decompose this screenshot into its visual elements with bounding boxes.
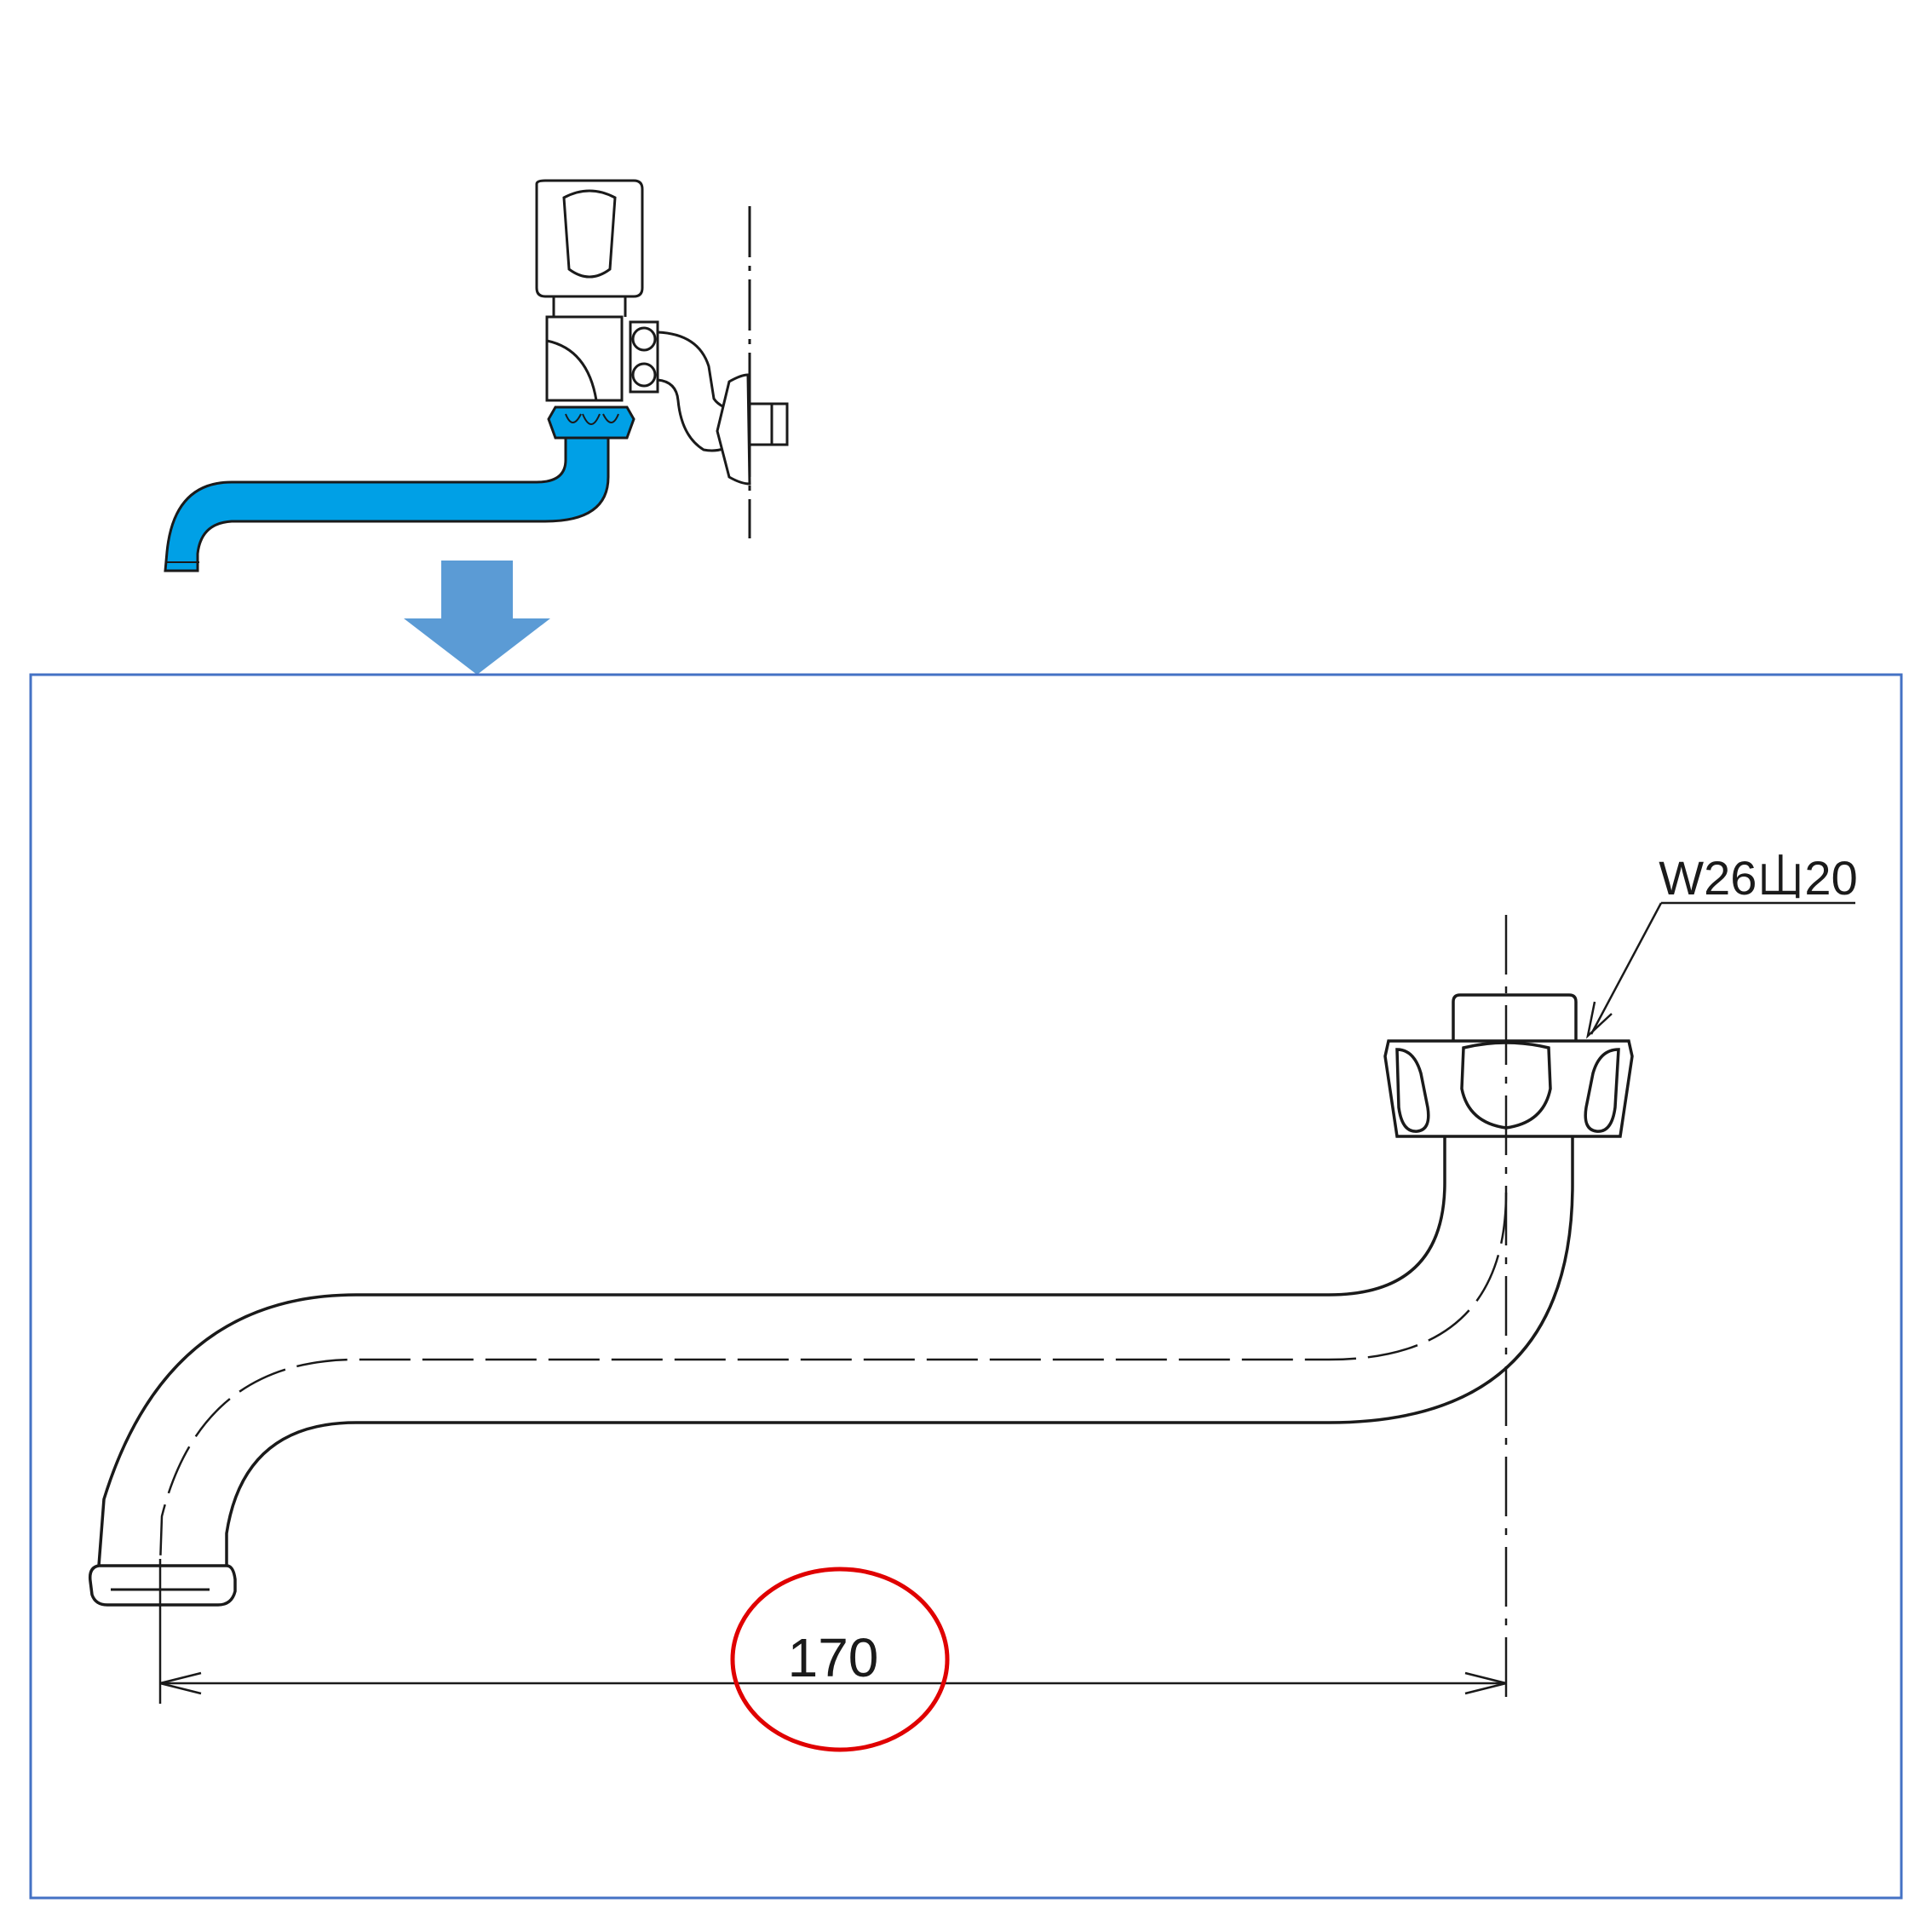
nut-lobe-3 bbox=[1584, 1048, 1620, 1133]
nut-lobe-center bbox=[582, 413, 601, 425]
leader-arrowhead bbox=[1586, 1001, 1613, 1039]
detail-frame bbox=[29, 673, 1903, 1900]
pipe-outer-edge bbox=[97, 1136, 1446, 1567]
hex-nut bbox=[1383, 1039, 1634, 1138]
dimension-value: 170 bbox=[788, 1627, 879, 1688]
highlight-circle bbox=[730, 1567, 950, 1752]
spout-tip bbox=[88, 1564, 237, 1607]
highlighted-spout bbox=[164, 405, 635, 572]
thread-leader bbox=[1586, 901, 1855, 1039]
handle-grip bbox=[562, 189, 617, 279]
valve-body-shade bbox=[546, 339, 598, 401]
dimension-170 bbox=[159, 1671, 1507, 1695]
valve-body bbox=[545, 315, 624, 402]
hex-lower bbox=[631, 362, 657, 388]
pipe-inner-edge bbox=[225, 1136, 1574, 1566]
dimension-arrow-left bbox=[159, 1671, 202, 1695]
spout-detail bbox=[88, 915, 1634, 1704]
highlighted-nut bbox=[547, 405, 635, 440]
pipe-centerline bbox=[158, 1192, 1508, 1567]
nut-cap bbox=[1452, 993, 1578, 1041]
dimension-arrow-right bbox=[1464, 1671, 1507, 1695]
highlighted-pipe bbox=[164, 436, 610, 572]
nut-lobe-1 bbox=[1395, 1048, 1430, 1133]
leader-line bbox=[1590, 902, 1663, 1035]
wall-flange bbox=[716, 373, 751, 486]
nut-lobe-left bbox=[565, 413, 582, 423]
faucet-overview bbox=[535, 179, 789, 538]
elbow-pipe-lower bbox=[657, 378, 735, 452]
hex-upper bbox=[631, 326, 657, 352]
thread-spec-label: W26山20 bbox=[1659, 851, 1857, 905]
nut-lobe-2 bbox=[1460, 1041, 1552, 1130]
down-arrow-icon bbox=[404, 561, 550, 675]
wall-connector bbox=[748, 402, 789, 446]
nut-lobe-right bbox=[602, 413, 619, 423]
